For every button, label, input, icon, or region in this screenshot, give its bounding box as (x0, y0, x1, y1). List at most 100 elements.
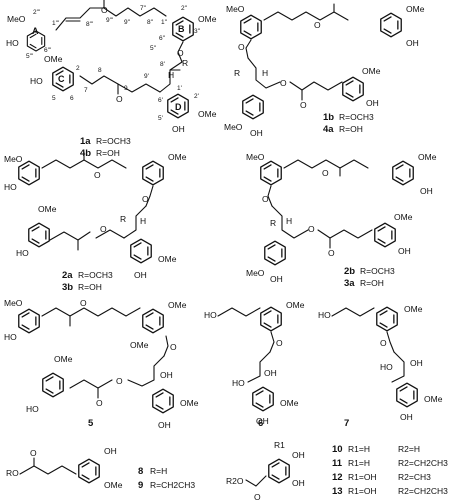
methoxy-label: OMe (418, 152, 437, 162)
glycerol-chain (247, 351, 271, 383)
hydroxy-label: OH (292, 450, 305, 460)
benzene-ring (268, 458, 290, 484)
methoxy-label: OMe (404, 304, 423, 314)
benzene-ring (130, 238, 152, 264)
methoxy-label: OMe (168, 300, 187, 310)
benzene-ring (142, 160, 164, 186)
compound-2b-definition: R=OCH3 (360, 266, 395, 276)
compound-2b-label: 2b (344, 266, 355, 277)
benzene-ring (376, 306, 398, 332)
ester-r-label: RO (6, 468, 19, 478)
compound-1b-label: 1b (323, 112, 334, 123)
hydroxy-label: HO (26, 404, 39, 414)
cinnamate-chain (19, 465, 77, 475)
structure-1b-4a: MeO O OMe OH O R H O O OMe OH MeO OH 1b … (224, 3, 425, 138)
hydroxy-label: HO (6, 38, 19, 48)
methoxy-label: MeO (7, 14, 26, 24)
ether-oxygen-label: O (276, 338, 283, 348)
compound-1a-label: 1a (80, 136, 91, 147)
hydroxy-label: HO (30, 76, 43, 86)
ester-oxygen-label: O (101, 5, 108, 15)
methoxy-label: OMe (130, 340, 149, 350)
compound-12-label: 12 (332, 472, 343, 483)
glycerol-chain (271, 205, 309, 239)
ester-chain-mid (95, 229, 125, 239)
methoxy-label: MeO (224, 122, 243, 132)
carbonyl-oxygen-label: O (300, 100, 307, 110)
ether-link (269, 331, 275, 353)
glycerol-chain (159, 61, 183, 93)
structure-8-9: RO O OH OMe 8 R=H 9 R=CH2CH3 (6, 446, 195, 491)
num-2p: 2' (194, 93, 199, 100)
compound-11-label: 11 (332, 458, 343, 469)
ester-oxygen-label: O (314, 20, 321, 30)
compound-4b-label: 4b (80, 148, 91, 159)
methoxy-label: OMe (362, 66, 381, 76)
methoxy-label: OMe (158, 254, 177, 264)
benzene-ring (374, 222, 396, 248)
cinnamoyl-chain-a (55, 7, 105, 31)
hydroxy-label: OH (292, 478, 305, 488)
ester-link (245, 475, 267, 487)
hydroxy-label: OH (256, 416, 269, 426)
cinnamoyl-chain (317, 229, 373, 239)
ether-oxygen-label: O (170, 342, 177, 352)
methoxy-label: MeO (246, 268, 265, 278)
compound-8-label: 8 (138, 466, 143, 477)
benzene-ring (142, 308, 164, 334)
benzene-ring (252, 386, 274, 412)
structure-10-13: R1 OH OH O R2O 10 R1=H R2=H 11 R1=H R2=C… (226, 440, 448, 502)
ring-label-a: A (32, 26, 39, 36)
benzene-ring (396, 382, 418, 408)
benzene-ring (18, 308, 40, 334)
compound-12-r1: R1=OH (348, 472, 377, 482)
structure-1a-4b: A B MeO HO OMe O 2''' 1''' 8''' 9''' 9''… (6, 0, 217, 159)
compound-1b-definition: R=OCH3 (339, 112, 374, 122)
propanol-chain (331, 307, 375, 317)
compound-10-label: 10 (332, 444, 343, 455)
ether-link (245, 39, 252, 59)
hydroxy-label: HO (4, 182, 17, 192)
num-6p: 6' (158, 97, 163, 104)
compound-1a-definition: R=OCH3 (96, 136, 131, 146)
benzene-ring (28, 222, 50, 248)
compound-4a-label: 4a (323, 124, 334, 135)
compound-3a-definition: R=OH (360, 278, 384, 288)
methoxy-label: OMe (54, 354, 73, 364)
hydroxy-label: HO (204, 310, 217, 320)
glycerol-chain (391, 351, 405, 383)
carbonyl-oxygen-label: O (30, 448, 37, 458)
benzene-ring (260, 160, 282, 186)
methoxy-label: OMe (394, 212, 413, 222)
compound-8-definition: R=H (150, 466, 167, 476)
compound-2a-definition: R=OCH3 (78, 270, 113, 280)
num-8p: 8' (160, 61, 165, 68)
num-8ppp: 8''' (86, 21, 93, 28)
r-group-label: R (234, 68, 240, 78)
ester-chain-top (41, 307, 141, 317)
num-1p: 1' (177, 85, 182, 92)
hydroxy-label: OH (264, 368, 277, 378)
ether-oxygen-label: O (177, 48, 184, 58)
hydroxy-label: OH (250, 128, 263, 138)
structure-2b-3a: MeO O OMe OH O R H O O OMe OH MeO OH 2b … (246, 152, 437, 289)
num-1ppp: 1''' (52, 20, 59, 27)
glycerol-chain (123, 205, 147, 239)
num-5p: 5' (158, 115, 163, 122)
stereo-h-label: H (262, 68, 268, 78)
structure-6: HO OMe O HO OH OMe OH 6 (204, 300, 305, 429)
ester-oxygen-label: O (100, 224, 107, 234)
r-group-label: R (270, 218, 276, 228)
num-5ppp: 5''' (26, 53, 33, 60)
num-5: 5 (52, 95, 56, 102)
carbonyl-oxygen-label: O (254, 492, 261, 502)
compound-13-r2: R2=CH2CH3 (398, 486, 448, 496)
num-3pp: 3'' (194, 28, 200, 35)
ether-link (163, 335, 169, 357)
benzene-ring (42, 372, 64, 398)
r-group-label: R (182, 58, 188, 68)
ester-oxygen-label: O (116, 376, 123, 386)
hydroxy-label: OH (406, 38, 419, 48)
compound-9-definition: R=CH2CH3 (150, 480, 195, 490)
